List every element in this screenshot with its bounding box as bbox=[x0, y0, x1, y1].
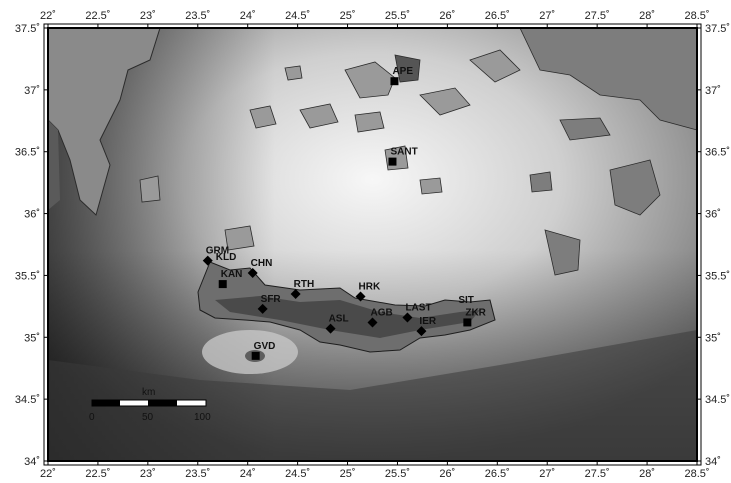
lat-label-left-3: 35.5˚ bbox=[15, 270, 40, 282]
lat-label-left-5: 36.5˚ bbox=[15, 147, 40, 159]
lat-label-right-3: 35.5˚ bbox=[705, 270, 730, 282]
station-marker-asl bbox=[325, 323, 336, 334]
lat-label-left-2: 35˚ bbox=[24, 332, 40, 344]
lon-label-bottom-11: 27.5˚ bbox=[585, 468, 610, 480]
lon-label-bottom-3: 23.5˚ bbox=[185, 468, 210, 480]
lon-label-bottom-10: 27˚ bbox=[539, 468, 555, 480]
station-label-kld: KLD bbox=[216, 252, 237, 263]
lat-label-left-4: 36˚ bbox=[24, 209, 40, 221]
lon-label-top-11: 27.5˚ bbox=[585, 10, 610, 22]
station-marker-agb bbox=[367, 317, 378, 328]
station-label-chn: CHN bbox=[251, 258, 273, 269]
lat-label-left-1: 34.5˚ bbox=[15, 394, 40, 406]
lon-label-top-2: 23˚ bbox=[140, 10, 156, 22]
scale-bar: km 0 50 100 bbox=[89, 387, 211, 423]
station-label-ape: APE bbox=[392, 66, 413, 77]
station-label-hrk: HRK bbox=[359, 281, 381, 292]
lon-label-bottom-8: 26˚ bbox=[439, 468, 455, 480]
lon-label-top-0: 22˚ bbox=[40, 10, 56, 22]
station-label-agb: AGB bbox=[371, 307, 393, 318]
station-label-zkr: ZKR bbox=[465, 307, 486, 318]
lat-label-right-0: 34˚ bbox=[705, 456, 721, 468]
lat-label-right-7: 37.5˚ bbox=[705, 23, 730, 35]
station-marker-zkr bbox=[463, 318, 472, 327]
station-label-grm: GRM bbox=[206, 246, 229, 257]
lon-label-top-12: 28˚ bbox=[639, 10, 655, 22]
lon-label-bottom-13: 28.5˚ bbox=[684, 468, 709, 480]
map-frame bbox=[47, 27, 698, 462]
scale-bar-unit: km bbox=[142, 387, 155, 398]
lon-label-bottom-4: 24˚ bbox=[240, 468, 256, 480]
lon-label-top-8: 26˚ bbox=[439, 10, 455, 22]
lon-label-top-3: 23.5˚ bbox=[185, 10, 210, 22]
lon-label-bottom-5: 24.5˚ bbox=[285, 468, 310, 480]
relief-background bbox=[48, 28, 697, 461]
lat-label-right-2: 35˚ bbox=[705, 332, 721, 344]
lon-label-top-4: 24˚ bbox=[240, 10, 256, 22]
station-label-ier: IER bbox=[419, 316, 436, 327]
lat-label-left-7: 37.5˚ bbox=[15, 23, 40, 35]
lat-label-right-6: 37˚ bbox=[705, 85, 721, 97]
lon-label-bottom-7: 25.5˚ bbox=[385, 468, 410, 480]
station-marker-sant bbox=[388, 157, 397, 166]
station-marker-rth bbox=[290, 288, 301, 299]
lon-label-bottom-9: 26.5˚ bbox=[485, 468, 510, 480]
scale-bar-label-100: 100 bbox=[194, 412, 211, 423]
station-label-last: LAST bbox=[405, 302, 431, 313]
lat-label-right-4: 36˚ bbox=[705, 209, 721, 221]
scale-bar-label-50: 50 bbox=[142, 412, 154, 423]
cyclades-islands bbox=[139, 49, 521, 251]
station-marker-grm bbox=[202, 255, 213, 266]
lon-label-bottom-1: 22.5˚ bbox=[85, 468, 110, 480]
lat-label-left-6: 37˚ bbox=[24, 85, 40, 97]
lat-label-right-5: 36.5˚ bbox=[705, 147, 730, 159]
station-marker-hrk bbox=[355, 291, 366, 302]
station-marker-gvd bbox=[251, 351, 260, 360]
lon-label-bottom-0: 22˚ bbox=[40, 468, 56, 480]
station-label-kan: KAN bbox=[221, 269, 243, 280]
scale-bar-label-0: 0 bbox=[89, 412, 95, 423]
station-label-sant: SANT bbox=[390, 147, 417, 158]
lon-label-bottom-12: 28˚ bbox=[639, 468, 655, 480]
dodecanese-turkey-coast bbox=[519, 28, 697, 276]
lon-label-top-5: 24.5˚ bbox=[285, 10, 310, 22]
axes: 22˚ 22˚ 22.5˚ 22.5˚ 23˚ 23˚ 23.5˚ 23.5˚ 24˚ 24˚ 24… bbox=[15, 10, 730, 480]
station-marker-last bbox=[402, 312, 413, 323]
lon-label-top-1: 22.5˚ bbox=[85, 10, 110, 22]
station-label-sit: SIT bbox=[458, 295, 474, 306]
station-marker-sfr bbox=[257, 303, 268, 314]
lon-label-top-13: 28.5˚ bbox=[684, 10, 709, 22]
lon-label-top-7: 25.5˚ bbox=[385, 10, 410, 22]
station-label-gvd: GVD bbox=[254, 341, 276, 352]
lat-label-right-1: 34.5˚ bbox=[705, 394, 730, 406]
station-label-asl: ASL bbox=[329, 314, 349, 325]
station-marker-ier bbox=[416, 326, 427, 337]
station-label-sfr: SFR bbox=[261, 294, 282, 305]
station-marker-chn bbox=[247, 267, 258, 278]
station-label-rth: RTH bbox=[294, 279, 315, 290]
lon-label-bottom-6: 25˚ bbox=[340, 468, 356, 480]
station-marker-kan bbox=[218, 280, 227, 289]
lon-label-top-10: 27˚ bbox=[539, 10, 555, 22]
lon-label-bottom-2: 23˚ bbox=[140, 468, 156, 480]
lon-label-top-9: 26.5˚ bbox=[485, 10, 510, 22]
station-marker-ape bbox=[390, 77, 399, 86]
lat-label-left-0: 34˚ bbox=[24, 456, 40, 468]
lon-label-top-6: 25˚ bbox=[340, 10, 356, 22]
